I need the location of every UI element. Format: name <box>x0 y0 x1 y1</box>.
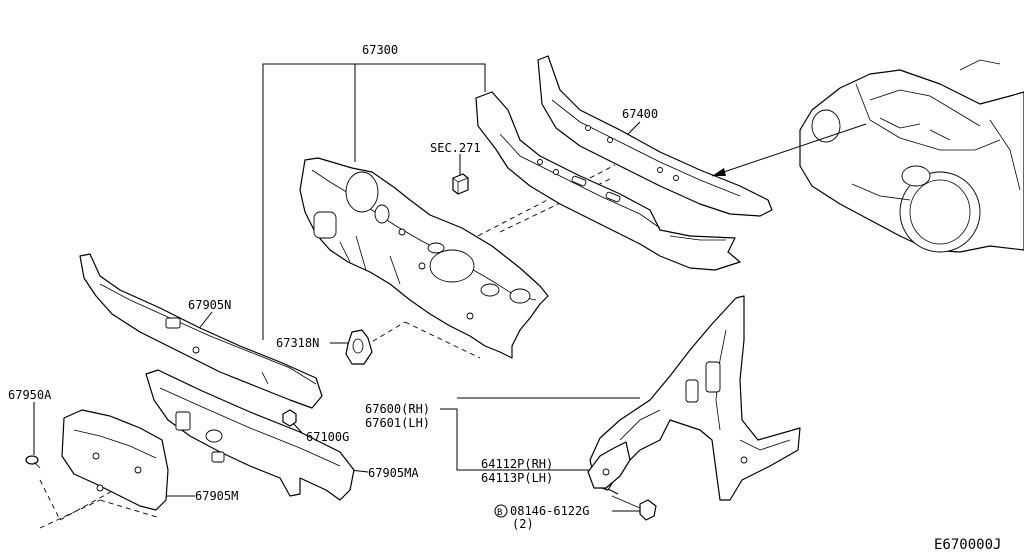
label-67400: 67400 <box>622 107 658 121</box>
bracket-part <box>61 409 169 511</box>
label-64113p-lh: 64113P(LH) <box>481 471 553 485</box>
label-bolt-marker: B <box>497 508 502 518</box>
bolt-part <box>611 495 657 521</box>
cowl-inner-lower-part <box>145 369 355 501</box>
label-67300: 67300 <box>362 43 398 57</box>
hoodledge-part <box>589 295 801 501</box>
cowl-inner-upper-part <box>79 253 323 409</box>
sec-271-block <box>452 173 469 195</box>
label-67905n: 67905N <box>188 298 231 312</box>
label-bolt: 08146-6122G <box>510 504 589 518</box>
label-sec-271: SEC.271 <box>430 141 481 155</box>
screw-part <box>25 455 41 469</box>
label-67600-rh: 67600(RH) <box>365 402 430 416</box>
dash-panel-part <box>299 157 549 359</box>
clip-part <box>282 409 297 427</box>
grommet-part <box>345 329 373 365</box>
part-labels: 67300 67400 SEC.271 67318N 67905N 67100G… <box>8 43 1001 553</box>
label-64112p-rh: 64112P(RH) <box>481 457 553 471</box>
cowl-top-part <box>475 91 741 271</box>
reinforcement-part <box>587 441 631 489</box>
bolt-marker-circle <box>494 504 508 518</box>
diagram-id: E670000J <box>934 537 1001 553</box>
label-67950a: 67950A <box>8 388 52 402</box>
car-illustration <box>711 59 1024 253</box>
label-67601-lh: 67601(LH) <box>365 416 430 430</box>
label-67905ma: 67905MA <box>368 466 419 480</box>
label-67905m: 67905M <box>195 489 238 503</box>
leader-lines <box>33 63 641 512</box>
label-67318n: 67318N <box>276 336 319 350</box>
label-bolt-qty: (2) <box>512 517 534 531</box>
label-67100g: 67100G <box>306 430 349 444</box>
